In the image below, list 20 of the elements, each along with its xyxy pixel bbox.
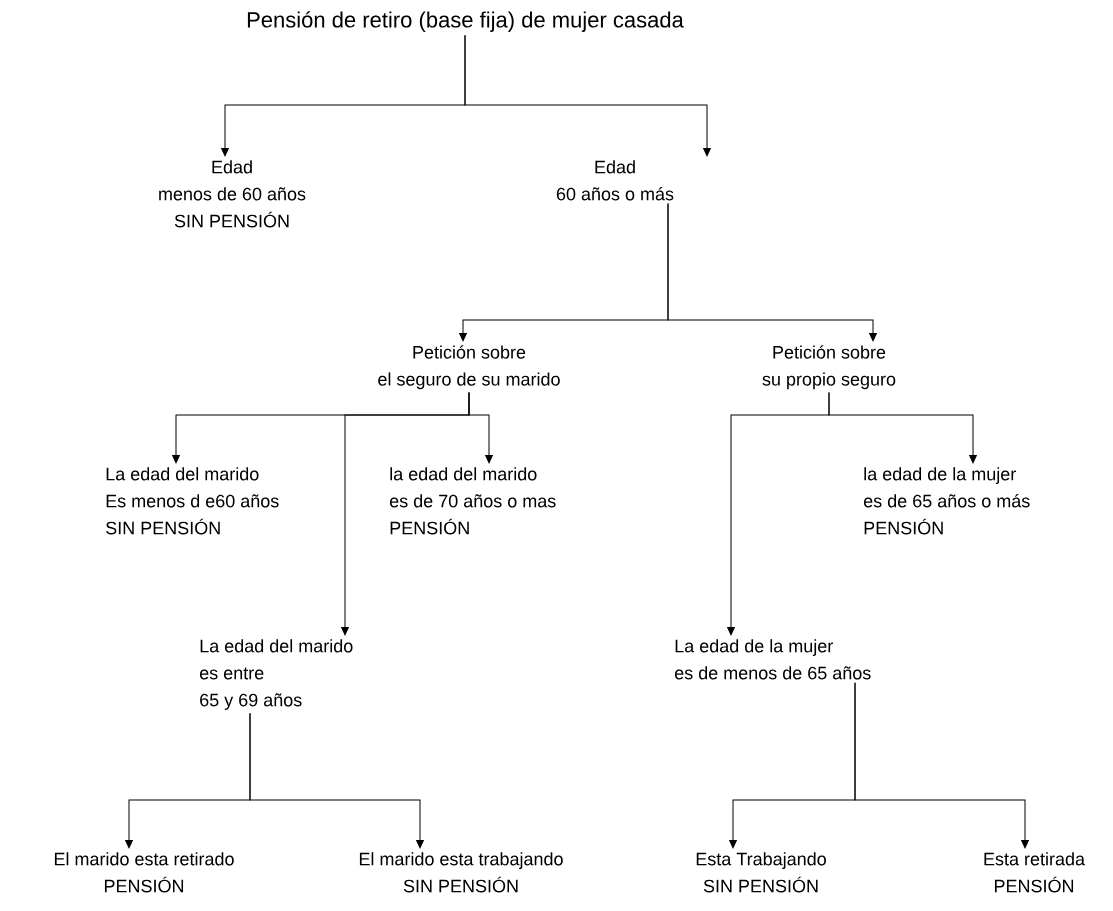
result-text: El marido esta trabajando SIN PENSIÓN — [359, 852, 563, 893]
arrow — [341, 391, 470, 636]
arrow — [464, 34, 711, 157]
result-text: Esta retirada PENSIÓN — [984, 852, 1085, 893]
condition-text: la edad del marido es de 70 años o mas PENSIÓN — [390, 467, 556, 535]
arrow — [249, 712, 424, 849]
arrow — [667, 203, 877, 342]
condition-text: La edad del marido es entre 65 y 69 años — [199, 639, 353, 710]
condition-text: Petición sobre su propio seguro — [762, 345, 896, 390]
condition-text: Edad menos de 60 años SIN PENSIÓN — [159, 160, 306, 228]
condition-text: La edad del marido Es menos d e60 años SIN PENSIÓN — [106, 467, 279, 535]
condition-text: Edad 60 años o más — [556, 160, 674, 201]
title-text: Pensión de retiro (base fija) de mujer casada — [247, 11, 684, 32]
arrow — [854, 682, 1029, 849]
condition-text: la edad de la mujer es de 65 años o más PENSIÓN — [864, 467, 1030, 535]
result-text: Esta Trabajando SIN PENSIÓN — [696, 852, 826, 893]
condition-text: Petición sobre el seguro de su marido — [378, 345, 560, 390]
arrow — [727, 391, 830, 636]
result-text: El marido esta retirado PENSIÓN — [54, 852, 234, 893]
condition-text: La edad de la mujer es de menos de 65 años — [675, 639, 871, 680]
